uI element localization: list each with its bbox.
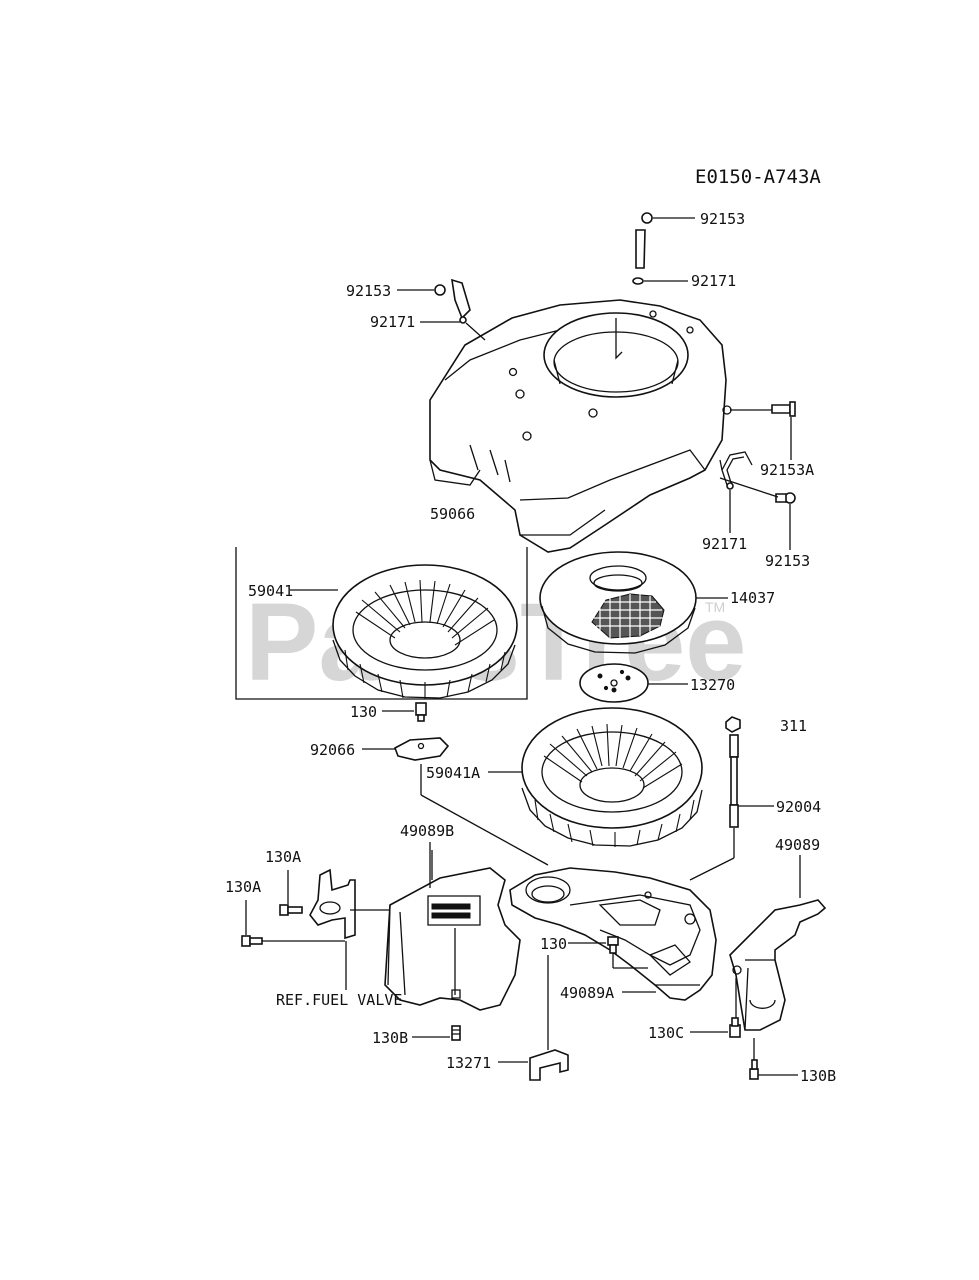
callout-59041: 59041	[248, 582, 293, 600]
option-box-frame	[235, 547, 528, 700]
backplate-49089A-part	[509, 867, 717, 1001]
shield-49089-part	[729, 899, 827, 1031]
callout-92153-top: 92153	[700, 210, 745, 228]
callout-130B-left: 130B	[372, 1029, 408, 1047]
bolt-92153-top-part	[632, 212, 653, 285]
callout-59041A: 59041A	[426, 764, 480, 782]
callout-49089B: 49089B	[400, 822, 454, 840]
callout-92171-left: 92171	[370, 313, 415, 331]
bolt-130B-right-part	[749, 1059, 759, 1080]
callout-92066: 92066	[310, 741, 355, 759]
callout-92171-right: 92171	[702, 535, 747, 553]
callout-92153-right: 92153	[765, 552, 810, 570]
clip-92171-right-part	[721, 451, 753, 490]
callout-130A-1: 130A	[265, 848, 301, 866]
callout-59066: 59066	[430, 505, 475, 523]
bolt-92153-right-part	[775, 492, 796, 504]
callout-14037: 14037	[730, 589, 775, 607]
callout-92153A: 92153A	[760, 461, 814, 479]
plate-13270-part	[579, 663, 649, 703]
callout-92171-top: 92171	[691, 272, 736, 290]
callout-92153-left: 92153	[346, 282, 391, 300]
callout-49089: 49089	[775, 836, 820, 854]
callout-13270: 13270	[690, 676, 735, 694]
callout-130C: 130C	[648, 1024, 684, 1042]
nut-311-part	[725, 716, 741, 733]
diagram-ref-code: E0150-A743A	[695, 166, 821, 188]
bolt-130B-left-part	[451, 1025, 461, 1041]
bolt-130-mid-part	[607, 936, 619, 954]
baffle-49089B-part	[384, 850, 521, 1011]
callout-311: 311	[780, 717, 807, 735]
fan-59041-part	[332, 564, 518, 699]
callout-130A-2: 130A	[225, 878, 261, 896]
bolt-130-top-part	[415, 702, 427, 722]
callout-13271: 13271	[446, 1054, 491, 1072]
screen-14037-part	[539, 551, 697, 654]
callout-92004: 92004	[776, 798, 821, 816]
bolt-130C-part	[729, 1017, 741, 1038]
fan-59041A-part	[521, 707, 703, 847]
watermark-trademark: TM	[705, 599, 725, 615]
callout-130-mid: 130	[540, 935, 567, 953]
bolt-130A-2-part	[241, 935, 263, 947]
stud-92004-part	[729, 734, 739, 828]
bolt-130A-1-part	[279, 904, 303, 916]
blower-housing-part	[429, 299, 732, 553]
callout-49089A: 49089A	[560, 984, 614, 1002]
callout-130B-right: 130B	[800, 1067, 836, 1085]
bracket-fuel-valve-part	[309, 868, 390, 940]
callout-130-top: 130	[350, 703, 377, 721]
bolt-92153-left-part	[434, 278, 471, 324]
callout-ref-fuel-valve: REF.FUEL VALVE	[276, 991, 402, 1009]
bolt-92153A-part	[771, 401, 796, 417]
washer-92066-part	[394, 737, 450, 761]
clip-13271-part	[529, 1049, 569, 1081]
